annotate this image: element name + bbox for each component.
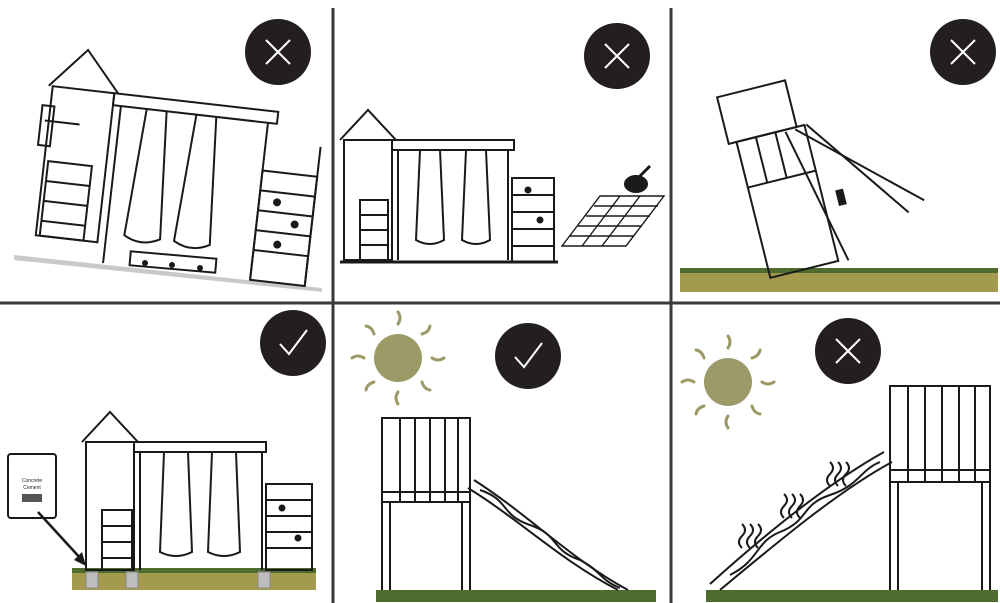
playset-tipping: [717, 55, 934, 282]
panel-hard-paved-surface: [340, 23, 664, 262]
paving-stones: [562, 196, 664, 246]
grass-strip: [72, 568, 316, 590]
check-icon: [495, 323, 561, 389]
heat-waves: [739, 462, 849, 548]
mallet-icon: [624, 166, 650, 193]
panel-tilted-ground: [14, 19, 329, 292]
tilted-ground-surface: [14, 255, 322, 292]
panel-slide-sun: [682, 318, 998, 602]
grass-strip: [376, 590, 656, 602]
check-icon: [260, 310, 326, 376]
panel-anchored-concrete: Concrete Cement: [8, 310, 326, 590]
cross-icon: [245, 19, 311, 85]
concrete-bag-line1: Concrete: [22, 478, 43, 484]
panel-not-anchored: [680, 19, 998, 292]
tower-with-slide: [382, 418, 628, 590]
sun-icon: [682, 336, 774, 428]
cross-icon: [584, 23, 650, 89]
playset-on-pavement: [340, 110, 558, 262]
cross-icon: [815, 318, 881, 384]
cross-icon: [930, 19, 996, 85]
concrete-bag-line2: Cement: [23, 485, 41, 491]
playset-anchored: [82, 412, 312, 570]
sun-icon: [352, 312, 444, 404]
concrete-bag: Concrete Cement: [8, 454, 56, 518]
grass-strip: [680, 268, 998, 292]
tower-with-slide-sun: [710, 386, 990, 590]
grass-strip: [706, 590, 998, 602]
arrow-icon: [38, 512, 86, 566]
panel-slide-shade: [352, 312, 656, 602]
